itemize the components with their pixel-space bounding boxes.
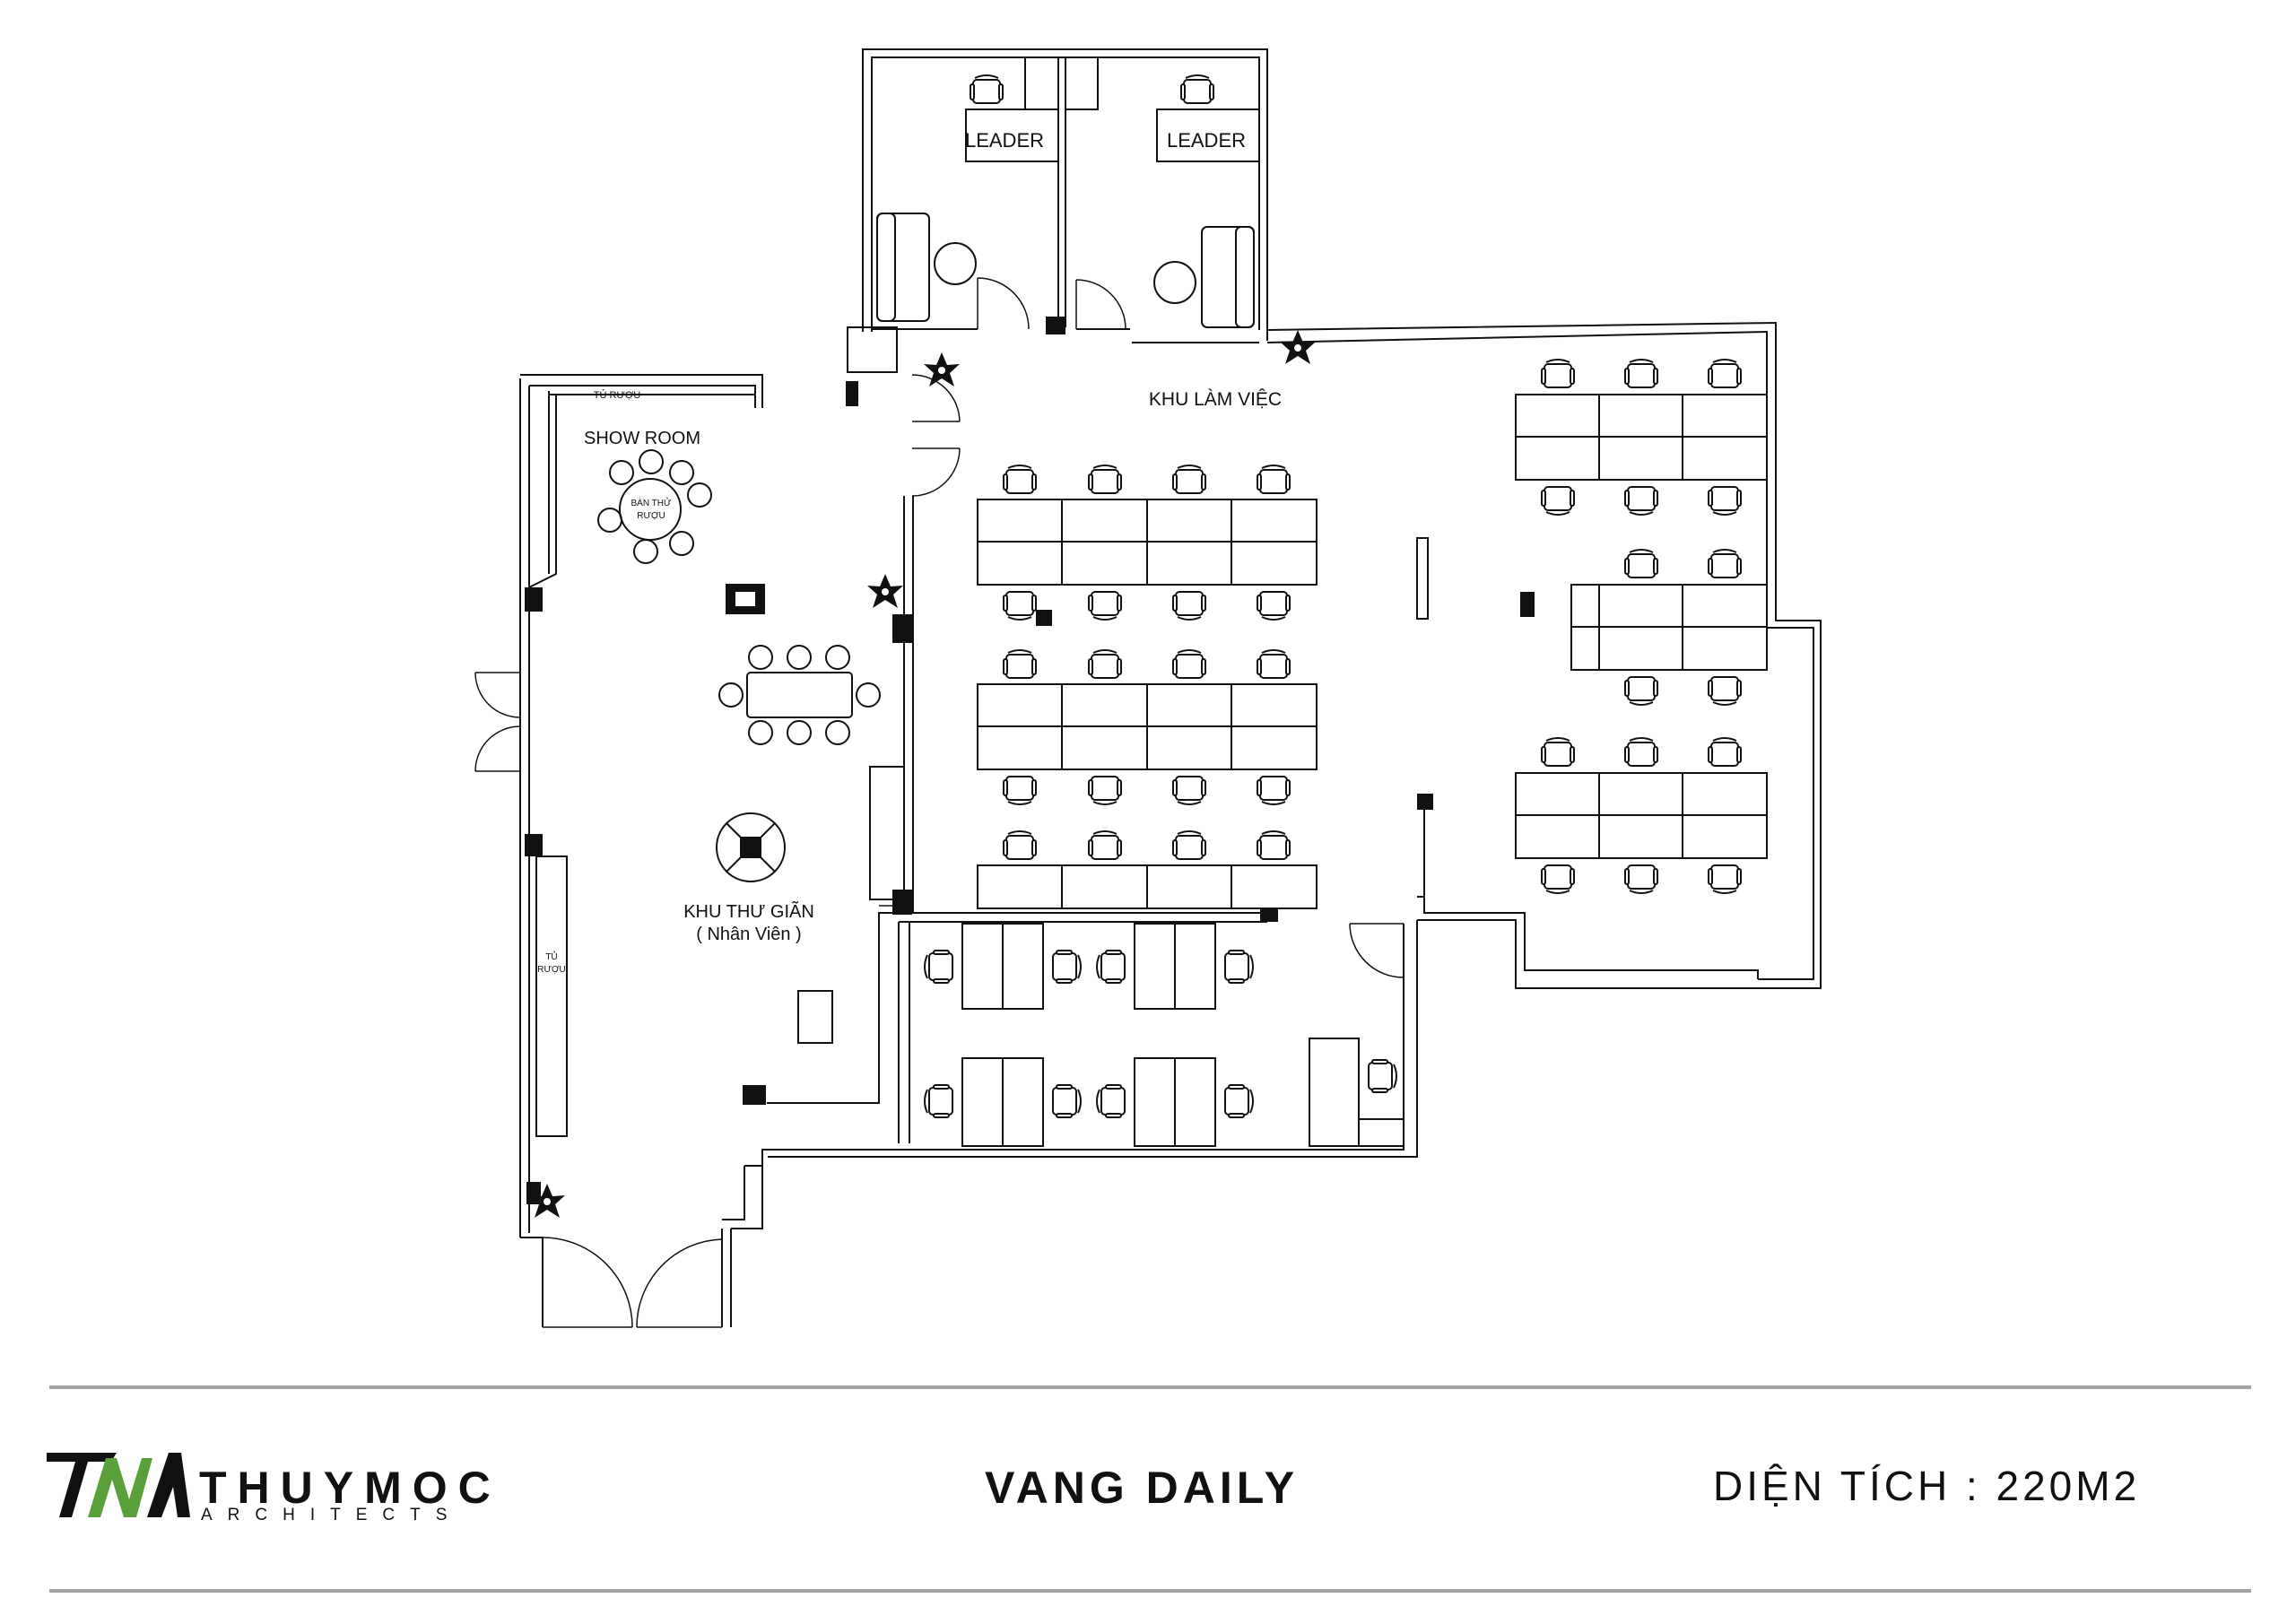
chair-icon [1224,950,1254,984]
label-work-area: KHU LÀM VIỆC [1149,389,1282,410]
chair-icon [1172,465,1206,494]
label-tasting-line1: BÀN THỬ [631,497,671,508]
chair-icon [1541,864,1575,894]
label-relax-area: KHU THƯ GIÃN [683,900,814,922]
chair-icon [1624,737,1658,767]
chair-icon [1257,830,1291,860]
chair-icon [1624,549,1658,578]
chair-icon [1708,359,1742,388]
label-leader-1: LEADER [965,129,1044,152]
chair-icon [1088,591,1122,621]
chair-icon [1088,776,1122,805]
chair-icon [1003,830,1037,860]
chair-icon [1708,549,1742,578]
chair-icon [1172,649,1206,679]
chair-icon [924,950,953,984]
chair-icon [1541,737,1575,767]
area-label: DIỆN TÍCH : 220M2 [1713,1463,2141,1509]
chair-icon [1172,830,1206,860]
chair-icon [1541,359,1575,388]
room-labels: LEADER LEADER KHU LÀM VIỆC SHOW ROOM TỦ … [537,129,1282,975]
chair-icon [1708,737,1742,767]
workspace-desks [977,394,1768,909]
chair-icon [1624,676,1658,706]
chair-icon [1624,864,1658,894]
chair-icon [1003,465,1037,494]
chair-icon [1624,486,1658,516]
chair-icon [1708,486,1742,516]
chair-icon [1708,676,1742,706]
showroom [535,449,905,1137]
chair-icon [1257,591,1291,621]
chair-icon [1708,864,1742,894]
label-wine-cabinet-side-1: TỦ [545,951,557,962]
chair-icon [1096,950,1126,984]
plant-icons [528,329,1317,1219]
project-name: VANG DAILY [985,1463,1300,1513]
lower-office-chairs [924,950,1397,1118]
chair-icon [1003,649,1037,679]
label-wine-cabinet-top: TỦ RƯỢU [594,389,640,401]
chair-icon [1257,649,1291,679]
chair-icon [1052,1084,1082,1118]
footer-rule-bottom [49,1589,2251,1593]
chair-icon [1224,1084,1254,1118]
label-leader-2: LEADER [1167,129,1246,152]
chair-icon [1003,591,1037,621]
chair-icon [1096,1084,1126,1118]
logo-subtitle: ARCHITECTS [201,1506,463,1524]
label-show-room: SHOW ROOM [584,429,700,448]
chair-icon [1172,591,1206,621]
doors [474,277,1405,1328]
thuymoc-logo [47,1453,190,1517]
lower-office [961,923,1405,1147]
chair-icon [1257,776,1291,805]
chair-icon [1088,465,1122,494]
walls [519,48,1822,1327]
leader-rooms [876,56,1260,328]
chair-icon [1088,830,1122,860]
chair-icon [924,1084,953,1118]
chair-icon [1088,649,1122,679]
chair-icon [1624,359,1658,388]
logo-wordmark: THUYMOC [199,1463,501,1513]
chair-icon [1257,465,1291,494]
footer-rule-top [49,1385,2251,1389]
chair-icon [1052,950,1082,984]
label-tasting-line2: RƯỢU [637,511,665,521]
label-relax-area-sub: ( Nhân Viên ) [696,925,801,944]
chair-icon [1003,776,1037,805]
label-wine-cabinet-side-2: RƯỢU [537,965,566,975]
chair-icon [1368,1059,1397,1093]
chair-icon [1172,776,1206,805]
chair-icon [1541,486,1575,516]
